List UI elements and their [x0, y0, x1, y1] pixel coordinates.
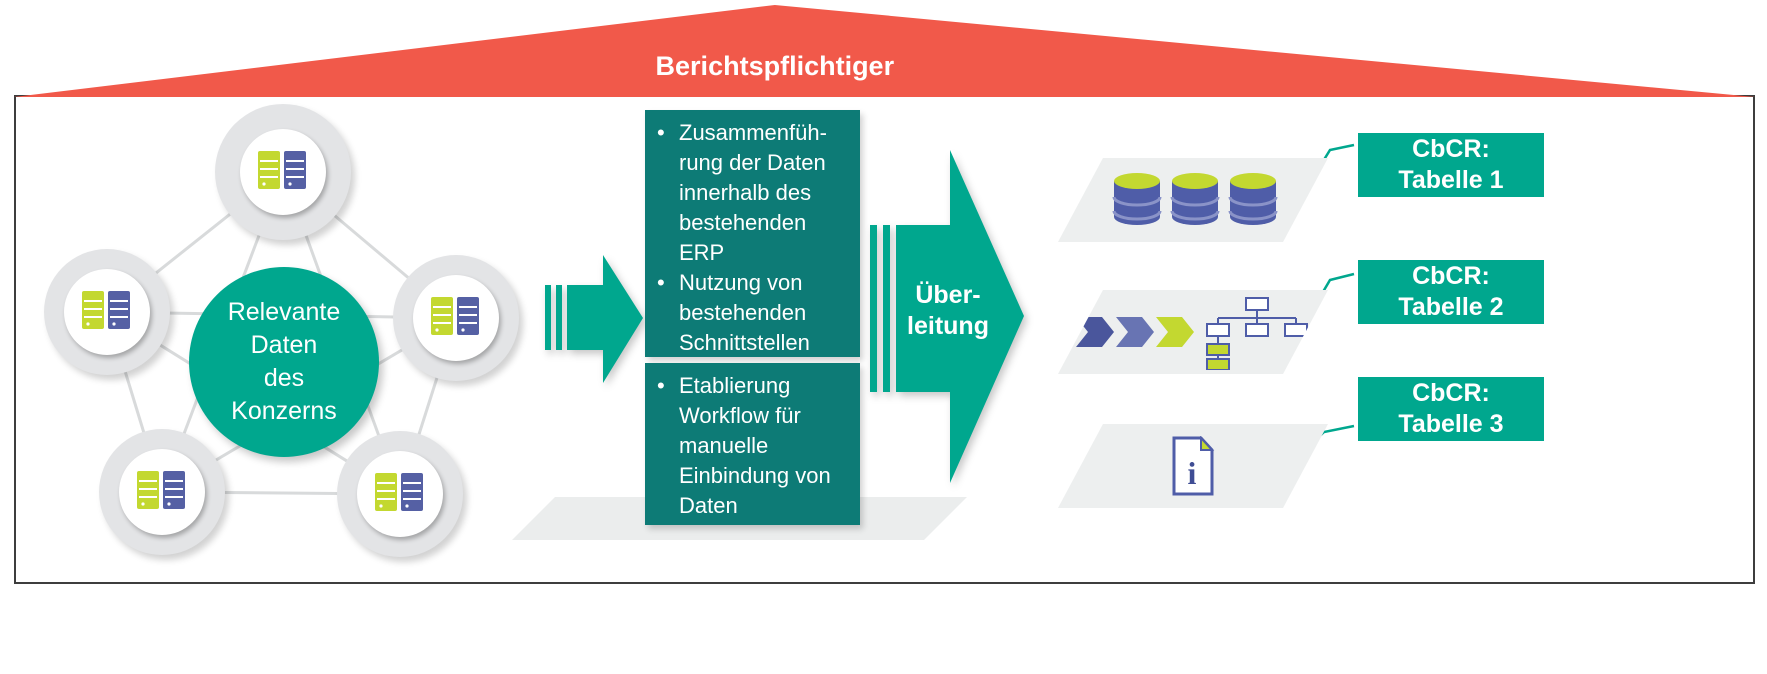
bullet-item: • Nutzung von bestehenden Schnittstellen	[657, 268, 854, 358]
server-node-inner	[119, 449, 205, 535]
server-icon	[82, 291, 130, 329]
cbcr-box-1: CbCR: Tabelle 1	[1358, 133, 1544, 197]
transition-arrow	[870, 150, 1024, 483]
step-box-2: • Etablierung Workflow für manuelle Einb…	[645, 363, 860, 525]
server-node-bottom-left	[99, 429, 225, 555]
server-node-inner	[357, 451, 443, 537]
server-node-left	[44, 249, 170, 375]
database-stack-icon	[1110, 171, 1280, 233]
server-icon	[137, 471, 185, 509]
flow-arrow-icon	[545, 255, 643, 383]
roof-banner: Berichtspflichtiger	[14, 5, 1755, 97]
step-box-1: • Zusammenfüh- rung der Daten innerhalb …	[645, 110, 860, 357]
bullet-item: • Etablierung Workflow für manuelle Einb…	[657, 371, 854, 521]
process-chevrons-icon	[1076, 316, 1198, 348]
server-node-inner	[240, 129, 326, 215]
bullet-text: Nutzung von bestehenden Schnittstellen	[679, 270, 810, 355]
bullet-marker: •	[657, 120, 665, 145]
cbcr-box-3: CbCR: Tabelle 3	[1358, 377, 1544, 441]
svg-text:i: i	[1188, 455, 1197, 491]
server-node-inner	[413, 275, 499, 361]
bullet-text: Etablierung Workflow für manuelle Einbin…	[679, 373, 831, 518]
org-chart-icon	[1200, 296, 1312, 370]
server-icon	[258, 151, 306, 189]
server-node-bottom-right	[337, 431, 463, 557]
output-tile-3: i	[1058, 424, 1328, 508]
server-icon	[431, 297, 479, 335]
transition-arrow-label: Über- leitung	[907, 281, 989, 340]
central-data-label: Relevante Daten des Konzerns	[227, 298, 341, 425]
output-tile-1	[1058, 158, 1328, 242]
server-icon	[375, 473, 423, 511]
output-tile-2	[1058, 290, 1328, 374]
central-data-circle: Relevante Daten des Konzerns	[189, 267, 379, 457]
info-document-icon: i	[1170, 436, 1216, 496]
bullet-item: • Zusammenfüh- rung der Daten innerhalb …	[657, 118, 854, 268]
bullet-marker: •	[657, 270, 665, 295]
roof-label: Berichtspflichtiger	[655, 51, 895, 81]
cbcr-box-2: CbCR: Tabelle 2	[1358, 260, 1544, 324]
bullet-marker: •	[657, 373, 665, 398]
server-node-right	[393, 255, 519, 381]
bullet-text: Zusammenfüh- rung der Daten innerhalb de…	[679, 120, 827, 265]
server-node-inner	[64, 269, 150, 355]
server-node-top	[215, 104, 351, 240]
